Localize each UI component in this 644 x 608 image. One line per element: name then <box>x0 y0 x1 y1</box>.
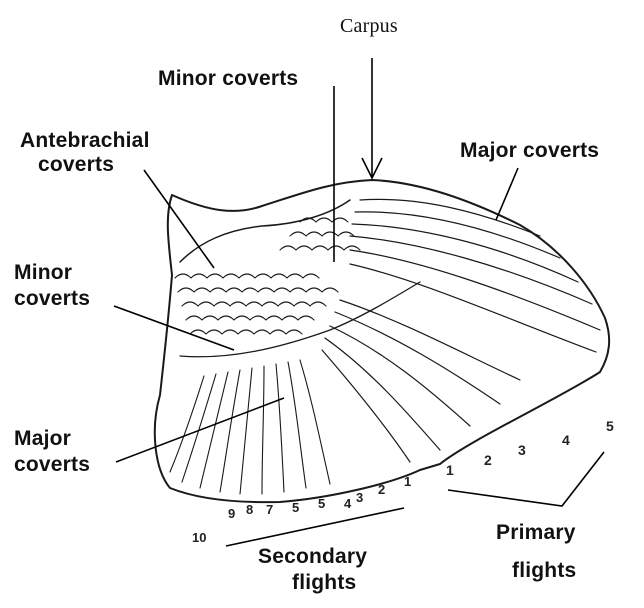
primary-number: 1 <box>446 462 454 478</box>
secondary-number: 8 <box>246 502 253 517</box>
primary-feathers <box>322 300 520 462</box>
secondary-flights-label-line1: Secondary <box>258 546 367 568</box>
major-coverts-left-label-line1: Major <box>14 428 71 450</box>
secondary-number: 5 <box>292 500 299 515</box>
secondary-feathers <box>170 360 330 494</box>
secondary-number: 10 <box>192 530 206 545</box>
primary-flights-label-line1: Primary <box>496 522 576 544</box>
primary-number: 5 <box>606 418 614 434</box>
primary-number: 2 <box>484 452 492 468</box>
major-covert-band <box>180 282 420 357</box>
secondary-number: 1 <box>404 474 411 489</box>
covert-scales <box>175 218 360 334</box>
secondary-number: 3 <box>356 490 363 505</box>
minor-coverts-left-label-line1: Minor <box>14 262 72 284</box>
carpus-label: Carpus <box>340 16 398 37</box>
primary-flights-label-line2: flights <box>512 560 576 582</box>
primary-number: 3 <box>518 442 526 458</box>
wing-outline <box>155 180 609 502</box>
major-coverts-left-label-line2: coverts <box>14 454 90 476</box>
major-coverts-left-leader <box>116 398 284 462</box>
primary-number: 4 <box>562 432 570 448</box>
antebrachial-leader <box>144 170 214 268</box>
minor-coverts-left-leader <box>114 306 234 350</box>
secondary-number: 9 <box>228 506 235 521</box>
secondary-number: 5 <box>318 496 325 511</box>
major-coverts-top-leader <box>496 168 518 220</box>
minor-coverts-top-label: Minor coverts <box>158 68 298 90</box>
major-covert-feathers <box>350 199 600 352</box>
secondary-number: 7 <box>266 502 273 517</box>
secondary-flights-label-line2: flights <box>292 572 356 594</box>
primary-bracket <box>448 452 604 506</box>
major-coverts-top-label: Major coverts <box>460 140 599 162</box>
antebrachial-coverts-label-line2: coverts <box>38 154 114 176</box>
secondary-number: 2 <box>378 482 385 497</box>
minor-coverts-left-label-line2: coverts <box>14 288 90 310</box>
antebrachial-edge <box>180 200 350 262</box>
antebrachial-coverts-label-line1: Antebrachial <box>20 130 150 152</box>
secondary-number: 4 <box>344 496 351 511</box>
